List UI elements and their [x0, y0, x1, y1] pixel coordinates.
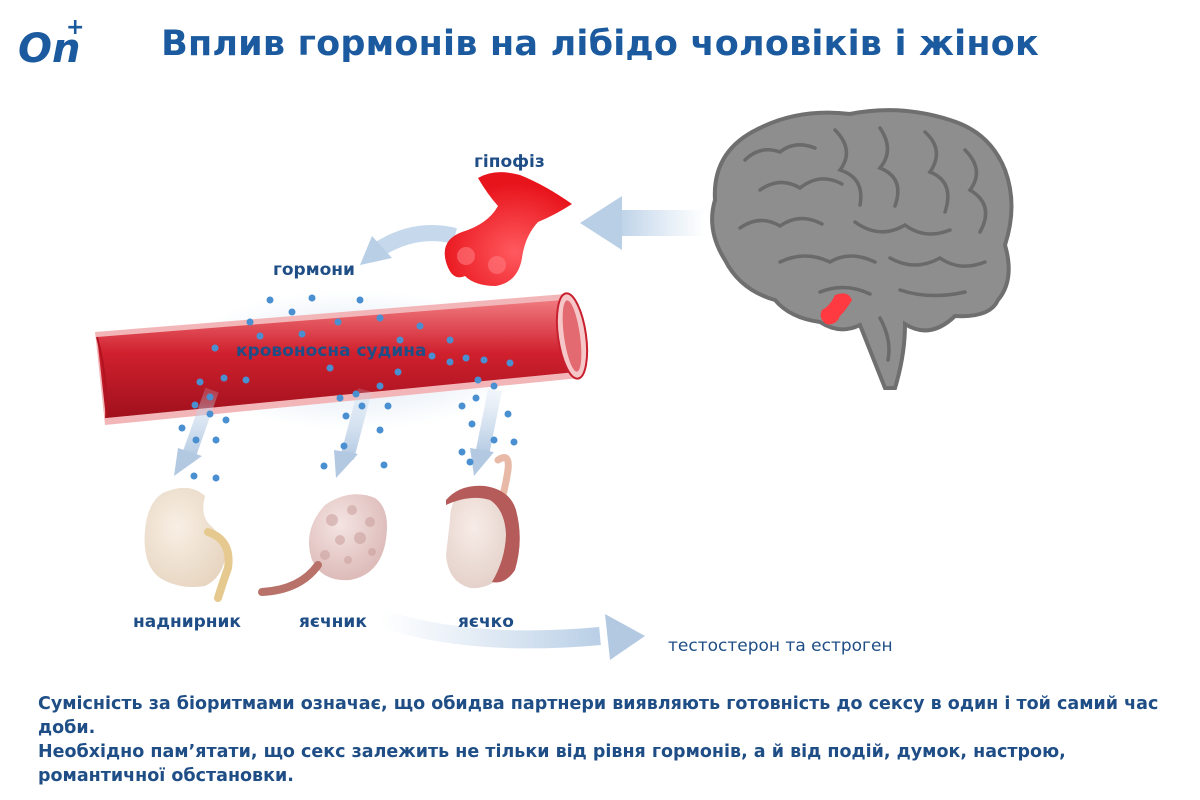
pituitary-label: гіпофіз [474, 152, 545, 172]
testicle-graphic [446, 454, 520, 589]
hormones-label: гормони [273, 260, 355, 280]
logo-plus: + [66, 15, 84, 40]
result-label: тестостерон та естроген [668, 636, 893, 656]
arrow-pituitary-to-hormones [360, 225, 457, 265]
page-title: Вплив гормонів на лібідо чоловіків і жін… [161, 24, 1039, 64]
ovary-label: яєчник [299, 612, 367, 632]
arrow-brain-to-pituitary [580, 196, 705, 250]
caption-line-2: Необхідно пам’ятати, що секс залежить не… [38, 742, 1066, 786]
arrows-to-glands [174, 387, 502, 478]
ovary-graphic [258, 494, 388, 596]
hormone-dots [178, 294, 518, 482]
caption: Сумісність за біоритмами означає, що оби… [38, 692, 1168, 788]
pituitary-gland-graphic [444, 172, 572, 286]
logo-mark: On [18, 26, 80, 72]
adrenal-label: наднирник [133, 612, 241, 632]
adrenal-gland-graphic [144, 487, 233, 602]
blood-vessel-label: кровоносна судина [236, 341, 427, 361]
caption-line-1: Сумісність за біоритмами означає, що оби… [38, 694, 1159, 738]
brain-graphic [710, 108, 1014, 390]
testicle-label: яєчко [458, 612, 514, 632]
arrow-to-result [377, 609, 645, 660]
logo: On + [18, 15, 84, 72]
